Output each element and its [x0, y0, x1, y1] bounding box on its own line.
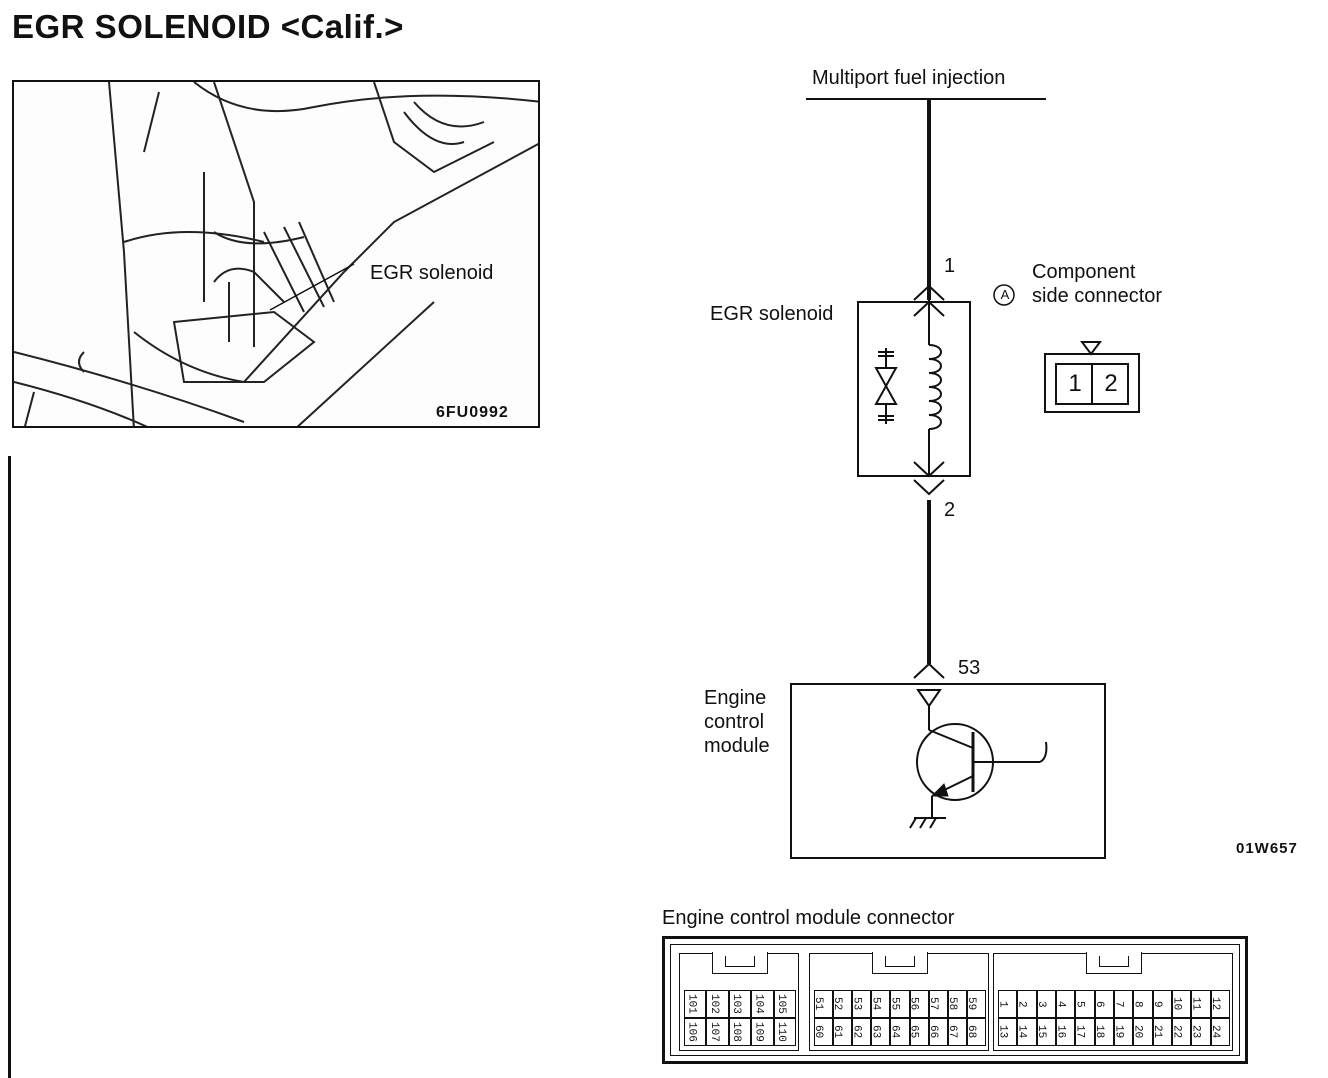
ecm-connector-pin-cell: 12 — [1210, 990, 1230, 1018]
supply-label: Multiport fuel injection — [812, 67, 1006, 89]
ecm-connector-pin-cell: 51 — [814, 990, 834, 1018]
ecm-connector-pin-cell: 101 — [684, 990, 707, 1018]
ecm-connector-pin-cell: 13 — [998, 1018, 1018, 1046]
ecm-connector-pin-cell: 66 — [928, 1018, 948, 1046]
ecm-connector-pin-cell: 24 — [1210, 1018, 1230, 1046]
component-connector-icon — [1044, 353, 1140, 413]
ecm-connector-pin-cell: 56 — [909, 990, 929, 1018]
ecm-label-line3: module — [704, 735, 770, 757]
ecm-connector-pin-cell: 6 — [1094, 990, 1114, 1018]
ecm-connector-pin-cell: 110 — [773, 1018, 796, 1046]
connector-marker-icon — [993, 284, 1015, 306]
ecm-label-line1: Engine — [704, 687, 767, 709]
ecm-connector-pin-cell: 59 — [966, 990, 986, 1018]
ecm-pin-number: 53 — [958, 657, 981, 679]
photo-callout-label: EGR solenoid — [370, 262, 494, 284]
component-connector-pin-2: 2 — [1104, 370, 1118, 397]
ecm-connector-pin-cell: 68 — [966, 1018, 986, 1046]
solenoid-box — [857, 301, 971, 477]
ecm-connector-pin-cell: 102 — [706, 990, 729, 1018]
ecm-connector-pin-cell: 67 — [947, 1018, 967, 1046]
ecm-connector-pin-cell: 62 — [852, 1018, 872, 1046]
ecm-connector-pin-cell: 7 — [1114, 990, 1134, 1018]
connector-key-notch — [712, 952, 768, 974]
ecm-connector-title: Engine control module connector — [662, 907, 955, 929]
ecm-connector-pin-cell: 4 — [1056, 990, 1076, 1018]
ecm-connector-pin-cell: 60 — [814, 1018, 834, 1046]
connector-key-notch — [872, 952, 928, 974]
ecm-label-line2: control — [704, 711, 765, 733]
ecm-connector-inner-frame — [670, 944, 1240, 1056]
ecm-connector-pin-cell: 57 — [928, 990, 948, 1018]
ecm-connector-pin-cell: 63 — [871, 1018, 891, 1046]
connector-chevron-top — [913, 284, 945, 301]
ecm-connector-pin-cell: 17 — [1075, 1018, 1095, 1046]
ecm-connector-pin-cell: 22 — [1172, 1018, 1192, 1046]
ecm-connector-pin-cell: 5 — [1075, 990, 1095, 1018]
engine-bay-sketch — [14, 82, 538, 426]
ecm-connector-pin-cell: 109 — [751, 1018, 774, 1046]
connector-key-icon — [1080, 341, 1102, 356]
ecm-connector-pin-cell: 61 — [833, 1018, 853, 1046]
ecm-connector-pin-cell: 52 — [833, 990, 853, 1018]
ecm-box — [790, 683, 1106, 859]
ecm-connector-pin-cell: 8 — [1133, 990, 1153, 1018]
connector-chevron-bottom — [913, 461, 945, 478]
ecm-connector-pin-cell: 65 — [909, 1018, 929, 1046]
valve-symbol — [874, 348, 898, 424]
ecm-connector-pin-cell: 58 — [947, 990, 967, 1018]
ecm-connector-pin-cell: 106 — [684, 1018, 707, 1046]
ecm-connector-pin-cell: 2 — [1017, 990, 1037, 1018]
ecm-connector-pin-cell: 104 — [751, 990, 774, 1018]
component-connector-pin-1: 1 — [1068, 370, 1082, 397]
ecm-connector-pin-cell: 23 — [1191, 1018, 1211, 1046]
ecm-connector-pin-cell: 19 — [1114, 1018, 1134, 1046]
ecm-connector-pin-cell: 53 — [852, 990, 872, 1018]
ecm-connector-pin-cell: 64 — [890, 1018, 910, 1046]
pin-number-bottom: 2 — [944, 499, 956, 521]
ecm-connector-pin-cell: 3 — [1036, 990, 1056, 1018]
egr-solenoid-photo: EGR solenoid 6FU0992 — [12, 80, 540, 428]
ecm-connector-pin-cell: 107 — [706, 1018, 729, 1046]
ecm-connector-pin-cell: 18 — [1094, 1018, 1114, 1046]
ecm-connector-pin-cell: 55 — [890, 990, 910, 1018]
ecm-connector-pin-cell: 105 — [773, 990, 796, 1018]
solenoid-coil — [928, 344, 942, 430]
solenoid-label: EGR solenoid — [710, 303, 834, 325]
page-title: EGR SOLENOID <Calif.> — [12, 8, 404, 45]
ecm-connector-pin-cell: 54 — [871, 990, 891, 1018]
ecm-pin-chevron — [913, 662, 945, 679]
photo-figure-code: 6FU0992 — [436, 404, 509, 421]
ecm-connector-pin-cell: 21 — [1152, 1018, 1172, 1046]
connector-key-notch — [1086, 952, 1142, 974]
callout-leader-line — [269, 263, 355, 311]
left-margin-rule — [8, 456, 11, 1078]
ecm-connector-pin-cell: 16 — [1056, 1018, 1076, 1046]
ecm-connector-pin-cell: 108 — [728, 1018, 752, 1046]
schematic-figure-code: 01W657 — [1236, 840, 1298, 857]
ecm-connector-pin-cell: 11 — [1191, 990, 1211, 1018]
ecm-connector-pin-cell: 14 — [1017, 1018, 1037, 1046]
connector-title-line1: Component — [1032, 261, 1136, 283]
ecm-connector-pin-cell: 10 — [1172, 990, 1192, 1018]
pin-number-top: 1 — [944, 255, 956, 277]
ecm-connector-pin-cell: 1 — [998, 990, 1018, 1018]
connector-title-line2: side connector — [1032, 285, 1163, 307]
connector-marker-letter: A — [1000, 287, 1010, 302]
ecm-connector-pin-cell: 15 — [1036, 1018, 1056, 1046]
ecm-connector-pin-cell: 103 — [728, 990, 752, 1018]
ecm-connector-pin-cell: 9 — [1152, 990, 1172, 1018]
ecm-connector-pin-cell: 20 — [1133, 1018, 1153, 1046]
